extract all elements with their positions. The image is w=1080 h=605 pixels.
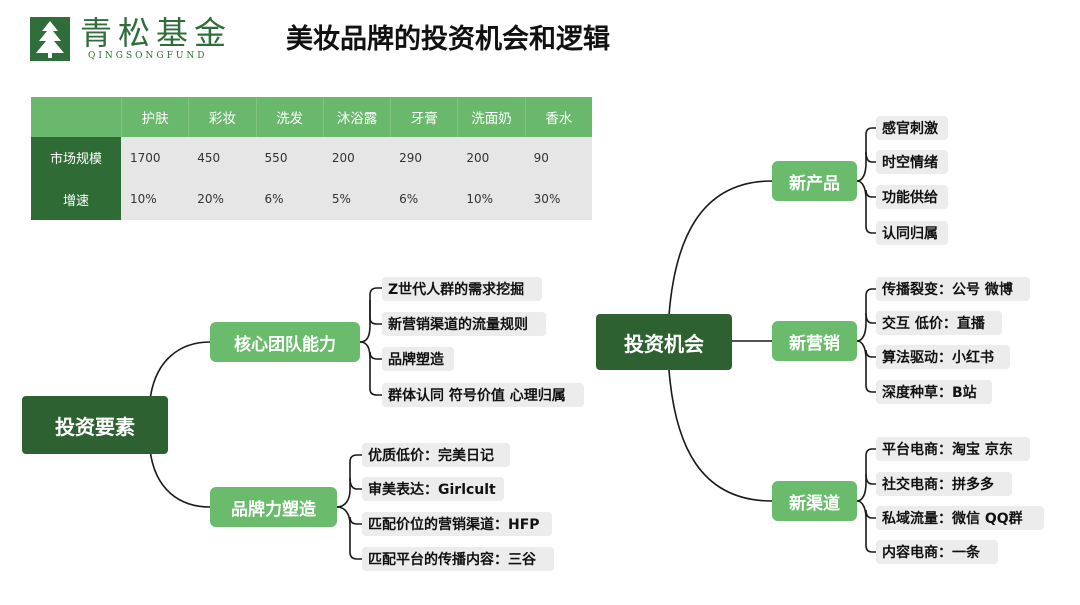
leaf-item: 深度种草：B站 [876,380,992,404]
connector-bracket [865,151,876,163]
leaf-item: 匹配价位的营销渠道：HFP [362,512,552,536]
leaf-item: 交互 低价：直播 [876,311,1002,335]
table-cell: 200 [331,150,355,165]
table-cell: 450 [197,150,221,165]
market-table: 护肤 彩妆 洗发 沐浴露 牙膏 洗面奶 香水 市场规模 1700 450 550… [31,97,592,220]
branch-core-team: 核心团队能力 [210,322,360,362]
table-cell: 10% [129,192,157,206]
table-column-header: 洗发 [255,97,323,137]
leaf-item: 传播裂变：公号 微博 [876,277,1030,301]
mindmap-root-investment-opportunities: 投资机会 [596,314,732,370]
branch-brand-building: 品牌力塑造 [210,487,337,527]
connector-bracket [336,454,362,508]
leaf-item: 功能供给 [876,185,948,209]
connector-bracket [359,287,382,343]
table-cell: 6% [264,192,284,206]
connector-bracket [865,189,876,198]
connector-line [668,369,773,502]
table-cell: 5% [331,192,351,206]
table-cell: 200 [466,150,490,165]
leaf-item: 审美表达：Girlcult [362,477,504,501]
leaf-item: 私域流量：微信 QQ群 [876,506,1044,530]
table-cell: 20% [197,192,224,206]
branch-new-channels: 新渠道 [772,481,857,521]
page-title: 美妆品牌的投资机会和逻辑 [286,24,610,55]
branch-new-marketing: 新营销 [772,321,857,361]
connector-bracket [856,180,876,234]
table-column-header: 彩妆 [188,97,255,137]
table-cell: 6% [399,192,419,206]
leaf-item: 认同归属 [876,221,948,245]
connector-bracket [865,312,876,324]
leaf-item: 社交电商：拼多多 [876,472,1012,496]
mindmap-root-investment-factors: 投资要素 [22,396,168,454]
leaf-item: 品牌塑造 [382,347,454,371]
connector-bracket [856,500,876,553]
leaf-item: 群体认同 符号价值 心理归属 [382,383,584,407]
table-cell: 30% [533,192,561,206]
table-row: 增速 10% 20% 6% 5% 6% 10% 30% [31,178,592,220]
connector-bracket [856,288,876,342]
leaf-item: 感官刺激 [876,116,948,140]
table-cell: 290 [399,150,423,165]
leaf-item: 内容电商：一条 [876,540,998,564]
table-column-header: 沐浴露 [322,97,390,137]
connector-line [149,449,211,508]
connector-bracket [336,506,362,560]
connector-bracket [856,127,876,182]
table-cell: 90 [533,150,549,165]
table-row-label: 市场规模 [49,152,102,167]
table-row: 市场规模 1700 450 550 200 290 200 90 [31,137,592,178]
connector-bracket [369,300,382,325]
leaf-item: 平台电商：淘宝 京东 [876,437,1030,461]
connector-line [149,341,211,401]
logo-name-cn: 青松基金 [80,14,233,52]
logo-name-en: QINGSONGFUND [88,51,208,61]
connector-bracket [369,351,382,360]
connector-line [668,180,773,316]
pine-tree-logo-icon [30,17,70,61]
connector-bracket [349,516,362,525]
leaf-item: 时空情绪 [876,150,948,174]
leaf-item: 匹配平台的传播内容：三谷 [362,547,554,571]
leaf-item: 新营销渠道的流量规则 [382,312,546,336]
connector-bracket [349,477,362,490]
table-column-header: 洗面奶 [457,97,524,137]
connector-bracket [865,349,876,358]
table-row-label: 增速 [62,193,89,209]
table-column-header: 香水 [524,97,592,137]
table-cell: 1700 [129,150,161,165]
leaf-item: 算法驱动：小红书 [876,345,1010,369]
connector-bracket [865,509,876,519]
connector-bracket [856,340,876,393]
leaf-item: Z世代人群的需求挖掘 [382,277,542,301]
table-column-header: 护肤 [120,97,188,137]
branch-new-products: 新产品 [772,161,857,201]
table-cell: 10% [466,192,494,206]
connector-bracket [856,448,876,502]
connector-bracket [865,473,876,485]
table-header-row: 护肤 彩妆 洗发 沐浴露 牙膏 洗面奶 香水 [31,97,592,137]
table-cell: 550 [264,150,288,165]
table-column-header: 牙膏 [390,97,457,137]
leaf-item: 优质低价：完美日记 [362,443,510,467]
connector-bracket [359,341,382,396]
